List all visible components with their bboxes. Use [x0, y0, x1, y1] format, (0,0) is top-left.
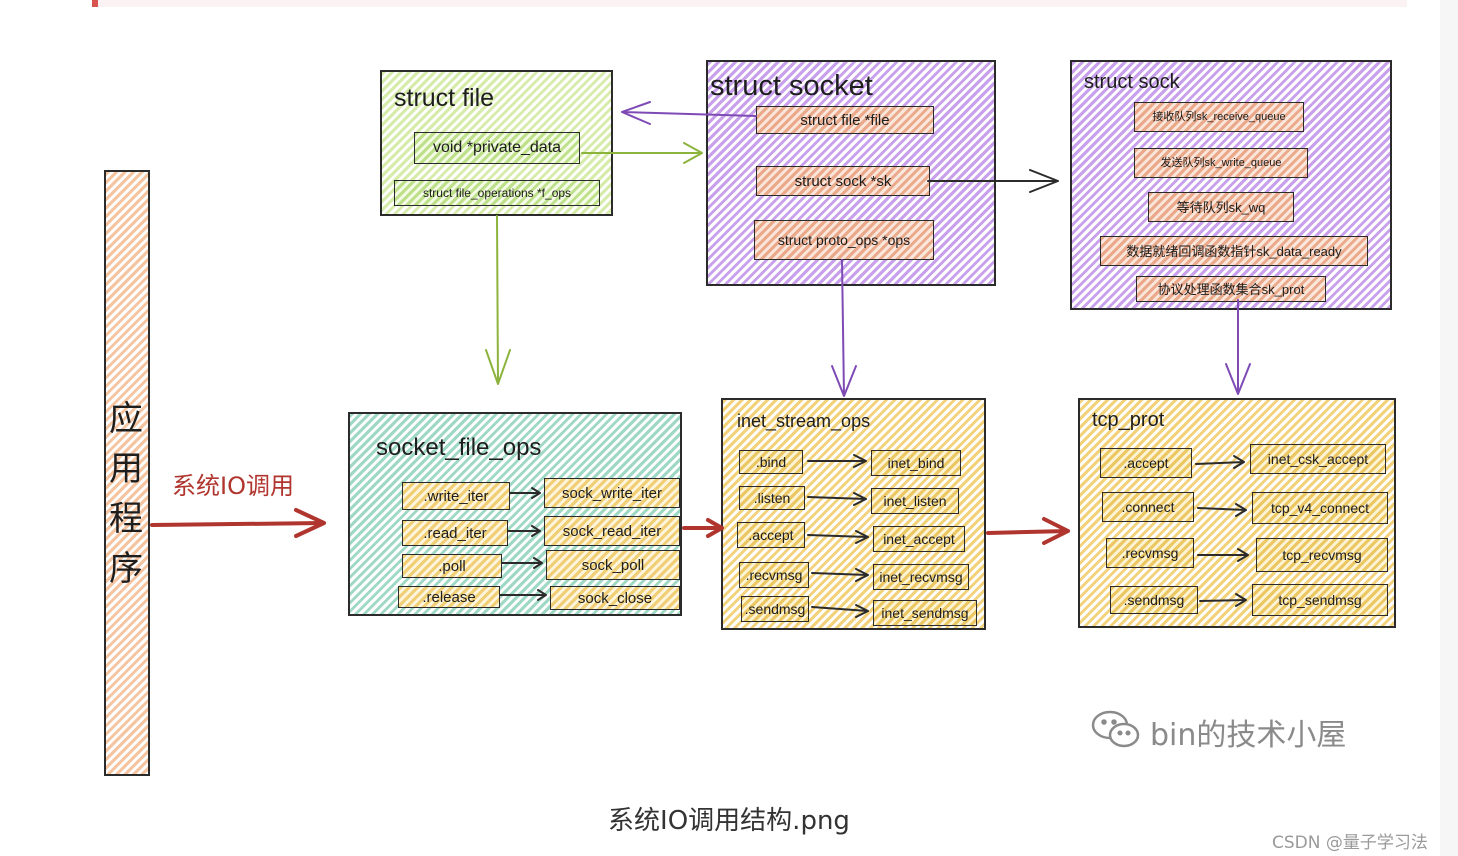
impl-inet-listen: inet_listen — [871, 488, 959, 514]
struct-file-box: struct file void *private_data struct fi… — [380, 70, 613, 216]
impl-tcp-v4-connect: tcp_v4_connect — [1252, 492, 1388, 524]
op-listen: .listen — [739, 486, 805, 510]
arrow-tp-3 — [1197, 548, 1249, 562]
field-f-ops: struct file_operations *f_ops — [394, 180, 600, 206]
inet-stream-ops-title: inet_stream_ops — [737, 411, 871, 431]
tcp-prot-title: tcp_prot — [1092, 409, 1165, 431]
op-tcp-sendmsg: .sendmsg — [1110, 586, 1198, 614]
struct-sock-title: struct sock — [1084, 71, 1180, 93]
impl-inet-bind: inet_bind — [871, 450, 961, 476]
impl-inet-sendmsg: inet_sendmsg — [873, 600, 977, 626]
arrow-iso-5 — [811, 604, 869, 618]
field-private-data: void *private_data — [414, 132, 580, 164]
arrow-inet-stream-ops-to-tcp-prot — [986, 517, 1070, 545]
arrow-ops-to-inet-stream-ops — [831, 259, 857, 397]
op-read-iter: .read_iter — [402, 520, 508, 546]
struct-socket-title: struct socket — [710, 70, 873, 102]
arrow-tp-4 — [1199, 593, 1247, 607]
impl-tcp-sendmsg: tcp_sendmsg — [1252, 584, 1388, 616]
op-accept: .accept — [737, 522, 805, 548]
tcp-prot-box: tcp_prot .accept .connect .recvmsg .send… — [1078, 398, 1396, 628]
field-file: struct file *file — [756, 106, 934, 134]
op-bind: .bind — [739, 450, 803, 474]
op-sendmsg: .sendmsg — [741, 596, 809, 622]
scrollbar-track[interactable] — [1440, 0, 1458, 856]
op-tcp-accept: .accept — [1100, 448, 1192, 478]
image-caption: 系统IO调用结构.png — [608, 806, 850, 836]
impl-inet-csk-accept: inet_csk_accept — [1250, 444, 1386, 474]
impl-inet-recvmsg: inet_recvmsg — [873, 564, 969, 590]
field-sk-data-ready: 数据就绪回调函数指针sk_data_ready — [1100, 236, 1368, 266]
socket-file-ops-box: socket_file_ops .write_iter .read_iter .… — [348, 412, 682, 616]
arrow-iso-2 — [807, 492, 867, 506]
arrow-socket-file-ops-to-inet-stream-ops — [682, 518, 724, 538]
arrow-private-data-to-socket — [581, 142, 703, 164]
arrow-iso-1 — [807, 454, 867, 468]
impl-tcp-recvmsg: tcp_recvmsg — [1256, 538, 1388, 572]
struct-file-title: struct file — [394, 84, 495, 112]
field-sk-prot: 协议处理函数集合sk_prot — [1136, 276, 1326, 302]
arrow-file-to-struct-file — [621, 101, 757, 125]
top-banner-accent — [92, 0, 98, 7]
inet-stream-ops-box: inet_stream_ops .bind .listen .accept .r… — [721, 398, 986, 630]
arrow-iso-4 — [811, 568, 869, 582]
arrow-sfo-1 — [509, 487, 541, 499]
field-sk-receive-queue: 接收队列sk_receive_queue — [1134, 102, 1304, 132]
arrow-sk-to-struct-sock — [927, 169, 1059, 193]
field-sk-write-queue: 发送队列sk_write_queue — [1134, 148, 1308, 178]
arrow-sk-prot-to-tcp-prot — [1225, 299, 1251, 395]
field-sk: struct sock *sk — [756, 166, 930, 196]
op-tcp-connect: .connect — [1102, 492, 1194, 522]
socket-file-ops-title: socket_file_ops — [376, 434, 542, 461]
arrow-sfo-3 — [501, 557, 543, 569]
struct-sock-box: struct sock 接收队列sk_receive_queue 发送队列sk_… — [1070, 60, 1392, 310]
arrow-sfo-2 — [507, 525, 541, 537]
op-recvmsg: .recvmsg — [739, 562, 809, 588]
csdn-credit: CSDN @量子学习法 — [1272, 833, 1428, 853]
arrow-app-to-socket-file-ops — [150, 508, 326, 538]
watermark-text: bin的技术小屋 — [1150, 718, 1347, 753]
wechat-icon — [1091, 710, 1140, 748]
top-banner — [92, 0, 1407, 7]
arrow-f-ops-to-socket-file-ops — [485, 215, 511, 385]
arrow-sfo-4 — [499, 589, 547, 601]
impl-inet-accept: inet_accept — [873, 526, 965, 552]
io-call-label: 系统IO调用 — [172, 472, 294, 500]
op-poll: .poll — [402, 554, 502, 578]
impl-sock-poll: sock_poll — [546, 550, 680, 580]
op-tcp-recvmsg: .recvmsg — [1106, 538, 1194, 568]
arrow-iso-3 — [807, 530, 869, 544]
field-ops: struct proto_ops *ops — [754, 220, 934, 260]
arrow-tp-2 — [1197, 503, 1247, 517]
impl-sock-write-iter: sock_write_iter — [544, 478, 680, 508]
field-sk-wq: 等待队列sk_wq — [1148, 192, 1294, 222]
arrow-tp-1 — [1195, 455, 1245, 469]
impl-sock-close: sock_close — [550, 586, 680, 610]
op-release: .release — [398, 586, 500, 608]
app-label: 应用程序 — [109, 399, 143, 589]
impl-sock-read-iter: sock_read_iter — [544, 516, 680, 546]
struct-socket-box: struct socket struct file *file struct s… — [706, 60, 996, 286]
op-write-iter: .write_iter — [402, 482, 510, 510]
app-box: 应用程序 — [104, 170, 150, 776]
